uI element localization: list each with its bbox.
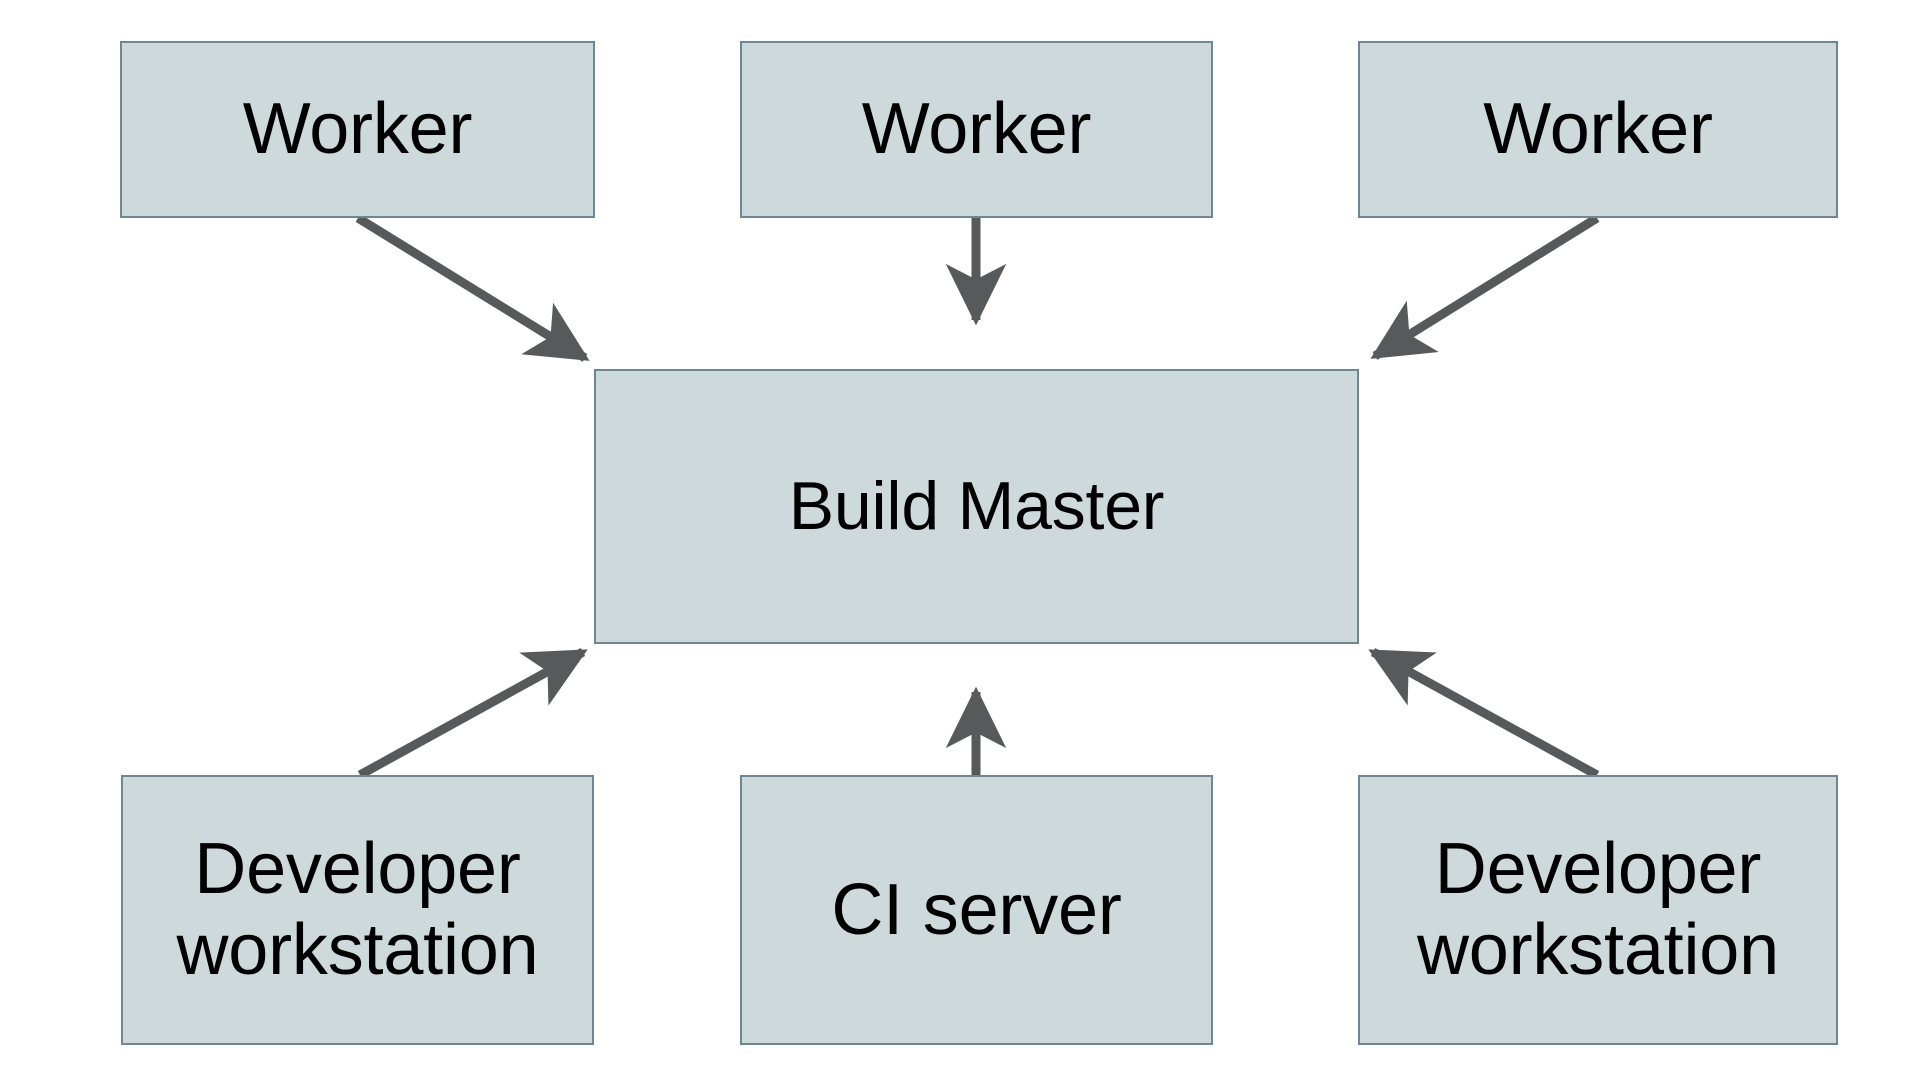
node-worker-3[interactable]: Worker (1358, 41, 1838, 218)
edge-worker-1-to-master (355, 214, 590, 362)
node-worker-2[interactable]: Worker (740, 41, 1213, 218)
node-developer-workstation-left-label: Developer workstation (176, 829, 539, 990)
node-build-master-label: Build Master (788, 468, 1165, 545)
edge-worker-3-to-master (1370, 214, 1600, 360)
node-developer-workstation-right[interactable]: Developer workstation (1358, 775, 1838, 1045)
node-worker-3-label: Worker (1483, 89, 1713, 170)
edge-dev-ws-right-to-master (1368, 648, 1600, 779)
node-developer-workstation-left[interactable]: Developer workstation (121, 775, 594, 1045)
node-ci-server[interactable]: CI server (740, 775, 1213, 1045)
node-worker-1-label: Worker (242, 89, 473, 170)
node-worker-2-label: Worker (861, 89, 1092, 170)
node-worker-1[interactable]: Worker (120, 41, 595, 218)
node-developer-workstation-right-label: Developer workstation (1417, 829, 1779, 990)
edge-dev-ws-left-to-master (357, 648, 588, 779)
node-build-master[interactable]: Build Master (594, 369, 1359, 644)
node-ci-server-label: CI server (831, 869, 1122, 950)
